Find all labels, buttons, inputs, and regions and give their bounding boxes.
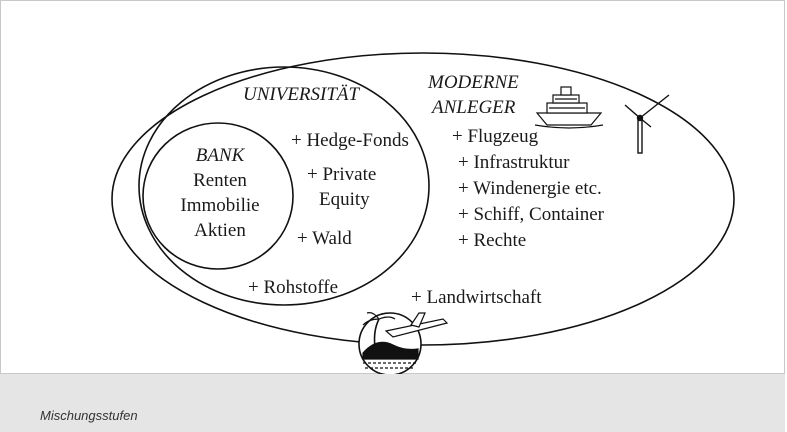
universitaet-private: + Private — [307, 164, 376, 185]
figure-frame: BANK Renten Immobilie Aktien UNIVERSITÄT… — [0, 0, 785, 375]
bank-item-aktien: Aktien — [194, 220, 246, 241]
universitaet-ellipse — [138, 66, 430, 306]
anleger-item-rechte: + Rechte — [458, 230, 526, 251]
bank-title: BANK — [196, 145, 246, 166]
moderne-anleger-ellipse — [111, 52, 735, 346]
universitaet-hedge-funds: + Hedge-Fonds — [291, 130, 409, 151]
anleger-landwirtschaft: + Landwirtschaft — [411, 287, 542, 308]
universitaet-wald: + Wald — [297, 228, 352, 249]
bank-circle — [142, 122, 294, 270]
universitaet-rohstoffe: + Rohstoffe — [248, 277, 338, 298]
anleger-item-flugzeug: + Flugzeug — [452, 126, 539, 147]
universitaet-title: UNIVERSITÄT — [243, 84, 361, 105]
anleger-item-windenergie: + Windenergie etc. — [458, 178, 602, 199]
universitaet-equity: Equity — [319, 189, 370, 210]
caption-bar — [0, 374, 785, 432]
moderne-anleger-title-2: ANLEGER — [430, 97, 516, 118]
moderne-anleger-title-1: MODERNE — [427, 72, 519, 93]
wind-turbine-icon — [624, 94, 670, 154]
ship-icon — [534, 86, 604, 129]
anleger-item-schiff: + Schiff, Container — [458, 204, 605, 225]
bank-item-renten: Renten — [193, 170, 247, 191]
figure-caption: Mischungsstufen — [40, 408, 138, 423]
nested-circles-diagram: BANK Renten Immobilie Aktien UNIVERSITÄT… — [111, 52, 735, 375]
bank-item-immobilie: Immobilie — [180, 195, 259, 216]
anleger-item-infrastruktur: + Infrastruktur — [458, 152, 570, 173]
island-airplane-icon — [358, 312, 449, 375]
